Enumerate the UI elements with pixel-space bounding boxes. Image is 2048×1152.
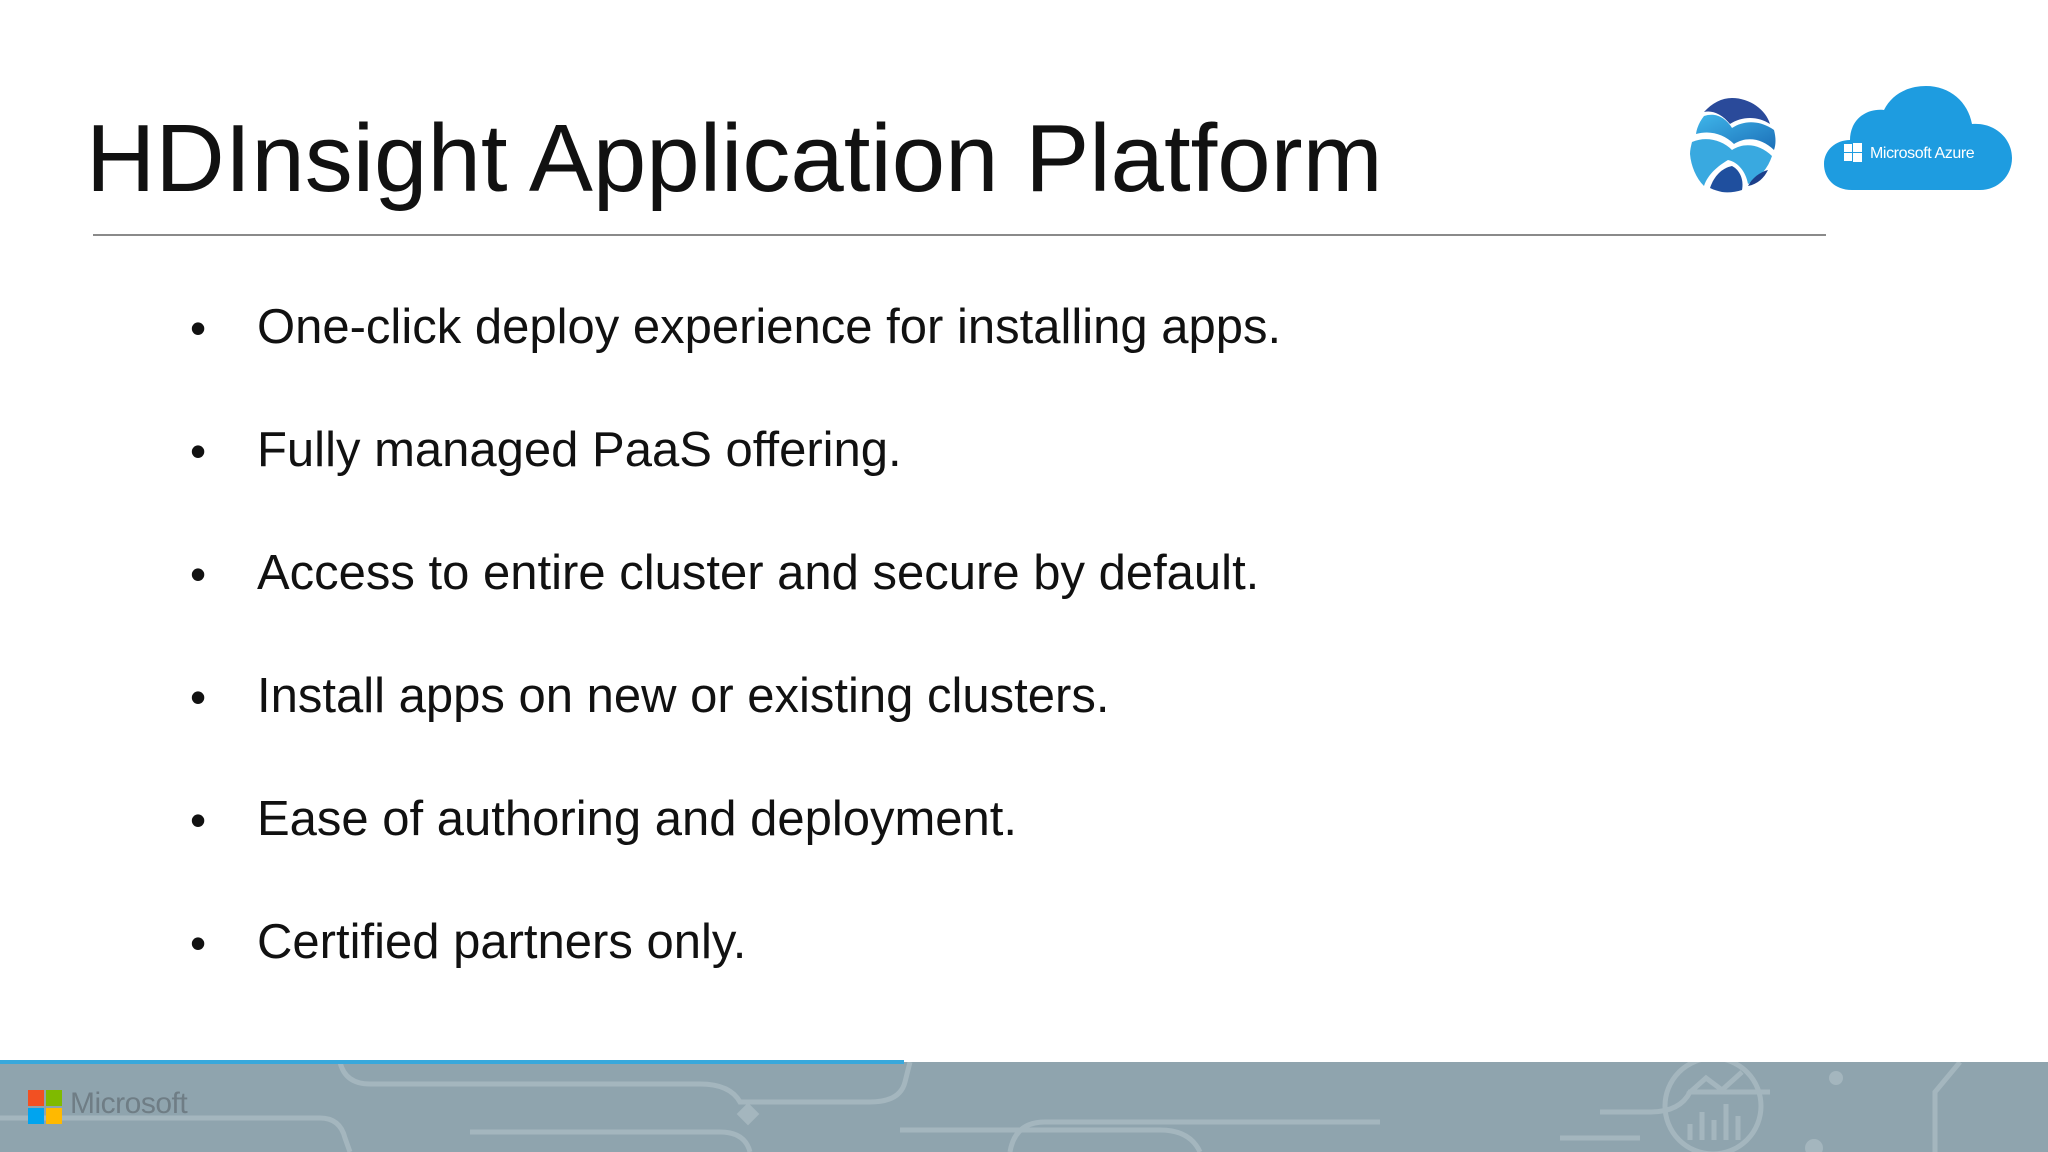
bullet-text: Fully managed PaaS offering. bbox=[257, 423, 902, 477]
bullet-marker: • bbox=[190, 670, 207, 723]
bullet-marker: • bbox=[190, 916, 207, 969]
azure-cloud-icon: Microsoft Azure bbox=[1824, 86, 2012, 190]
bullet-marker: • bbox=[190, 424, 207, 477]
bullet-marker: • bbox=[190, 547, 207, 600]
footer-band bbox=[0, 1062, 2048, 1152]
bullet-text: One-click deploy experience for installi… bbox=[257, 300, 1282, 354]
bullet-text: Certified partners only. bbox=[257, 915, 747, 969]
microsoft-logo-icon bbox=[28, 1090, 62, 1124]
hdinsight-logo-icon bbox=[1690, 98, 1776, 193]
slide-title: HDInsight Application Platform bbox=[86, 105, 1383, 212]
bullet-marker: • bbox=[190, 301, 207, 354]
bullet-text: Ease of authoring and deployment. bbox=[257, 792, 1018, 846]
microsoft-wordmark: Microsoft bbox=[70, 1087, 188, 1120]
footer-accent-line bbox=[0, 1060, 904, 1064]
azure-logo-text: Microsoft Azure bbox=[1870, 145, 1975, 162]
bullet-text: Install apps on new or existing clusters… bbox=[257, 669, 1110, 723]
bullet-text: Access to entire cluster and secure by d… bbox=[257, 546, 1260, 600]
circuit-decoration-icon bbox=[0, 1062, 1962, 1152]
title-divider bbox=[93, 234, 1826, 236]
bullet-marker: • bbox=[190, 793, 207, 846]
